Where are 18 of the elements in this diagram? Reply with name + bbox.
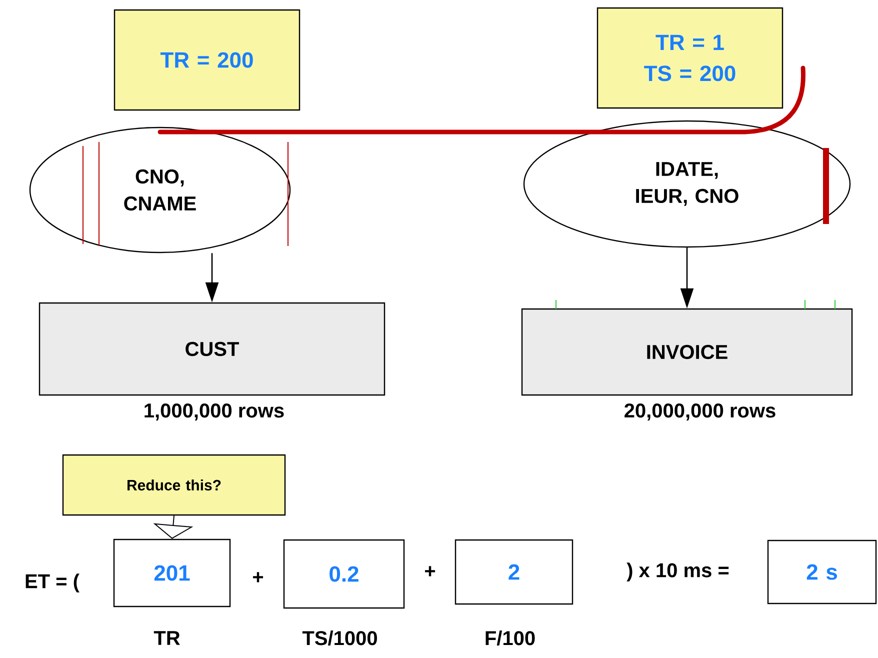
caption-text: TS/1000 bbox=[302, 630, 377, 646]
value-box: 2 bbox=[454, 539, 574, 605]
caption-text: 20,000,000 rows bbox=[624, 403, 776, 421]
callout-box: Reduce this? bbox=[62, 454, 286, 516]
caption-text: 1,000,000 rows bbox=[144, 403, 284, 421]
note-box: TR = 1 TS = 200 bbox=[596, 7, 784, 109]
value-box: 2 s bbox=[767, 540, 877, 604]
caption-text: TR bbox=[154, 631, 180, 645]
table-box: CUST bbox=[38, 302, 386, 396]
formula-text: + bbox=[425, 566, 436, 576]
caption-text: F/100 bbox=[486, 630, 535, 646]
formula-text: ET = ( bbox=[26, 574, 80, 592]
table-box: INVOICE bbox=[521, 308, 853, 396]
value-box: 201 bbox=[113, 538, 231, 608]
value-box: 0.2 bbox=[283, 539, 405, 609]
formula-text: ) x 10 ms = bbox=[626, 562, 729, 582]
formula-text: + bbox=[253, 572, 264, 582]
note-box: TR = 200 bbox=[114, 9, 300, 111]
